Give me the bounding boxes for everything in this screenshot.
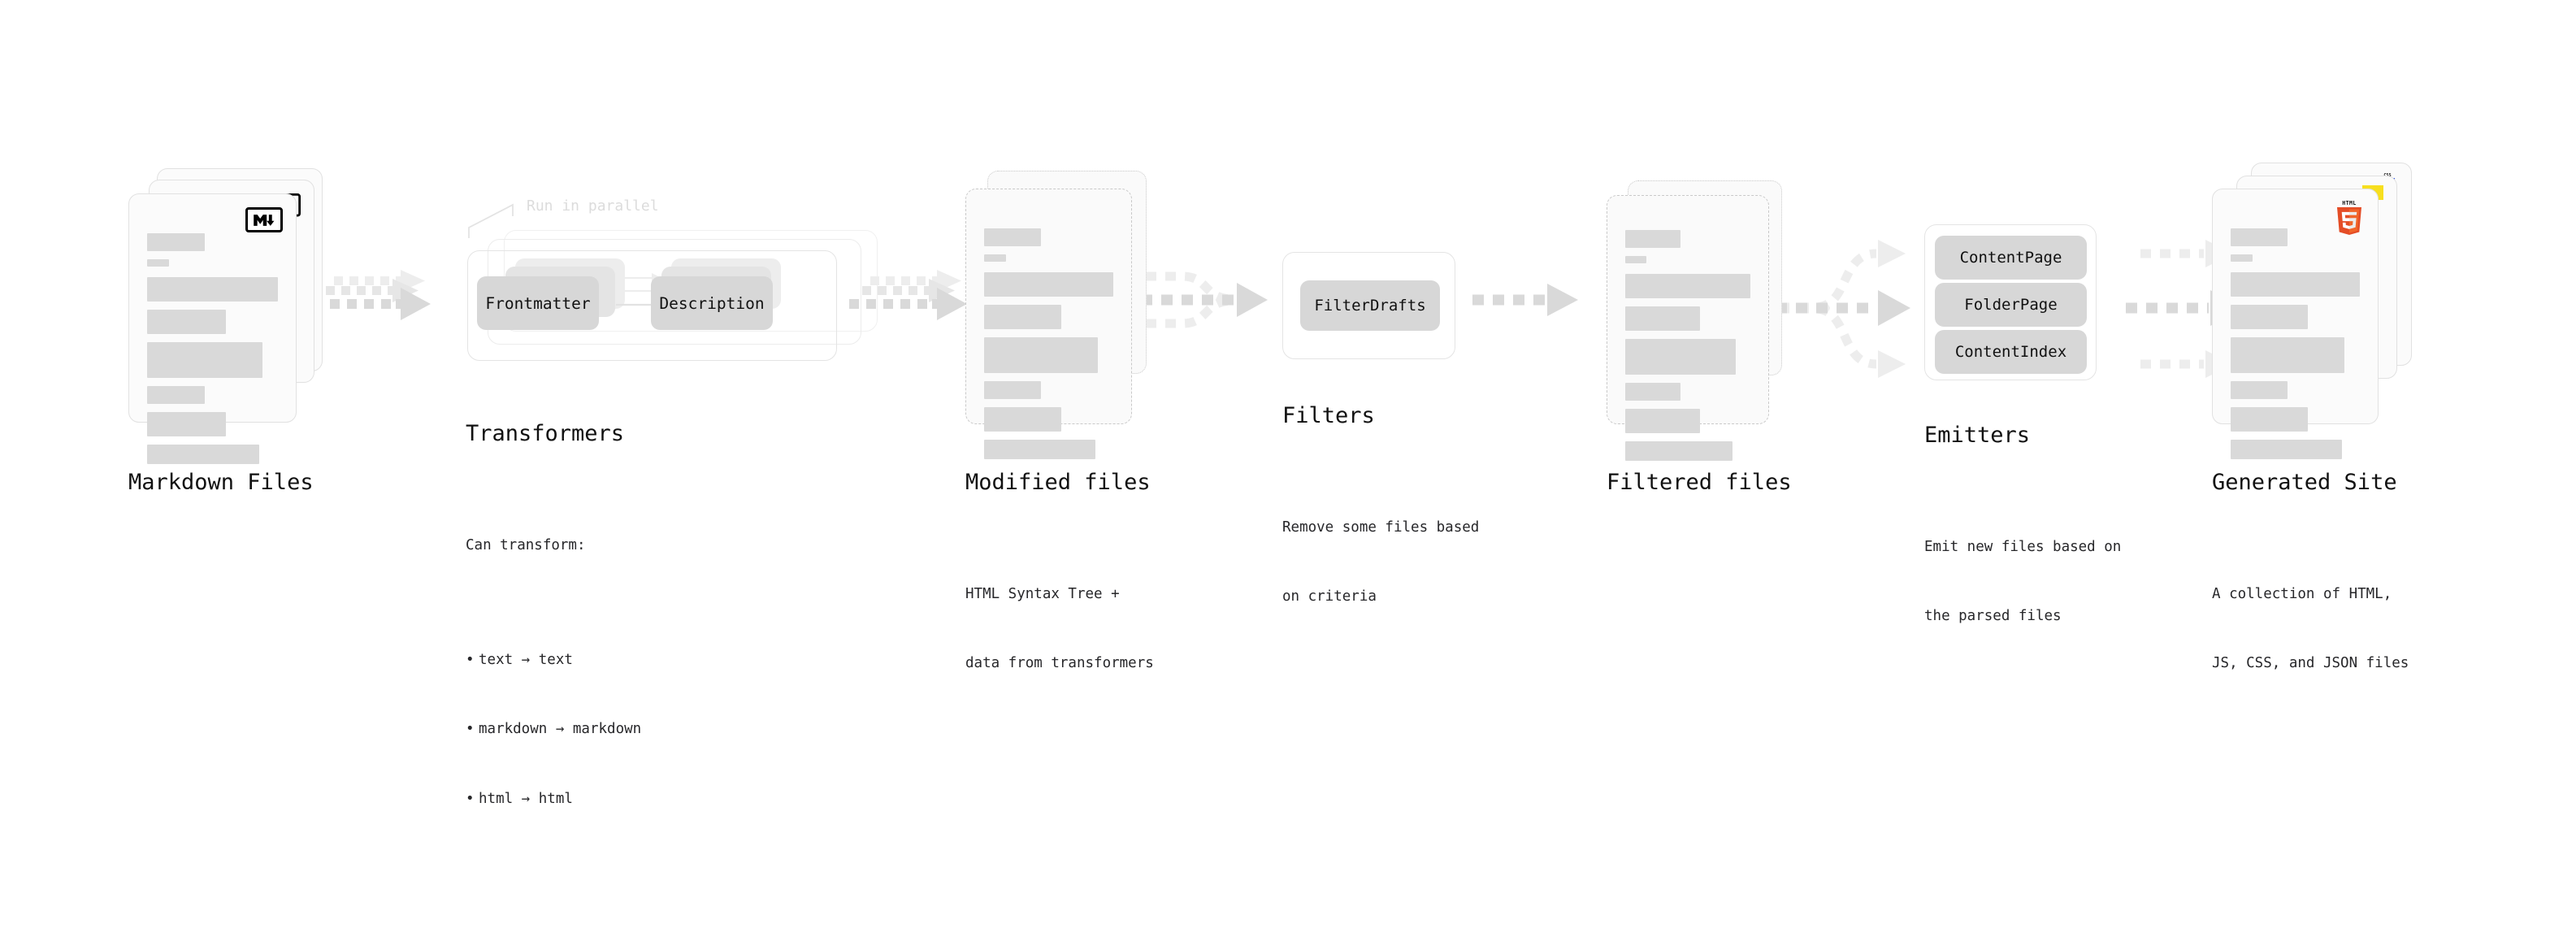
transformer-group-front bbox=[467, 250, 837, 361]
content-bar bbox=[147, 412, 226, 436]
filtered-card-content bbox=[1625, 230, 1750, 469]
modified-files-subtitle: HTML Syntax Tree + data from transformer… bbox=[965, 536, 1154, 721]
content-bar bbox=[2231, 407, 2309, 432]
filters-subtitle-line: Remove some files based bbox=[1282, 519, 1480, 536]
filters-subtitle-line: on criteria bbox=[1282, 588, 1377, 605]
generated-card-content bbox=[2231, 228, 2360, 467]
content-bar bbox=[1625, 409, 1701, 433]
content-bar bbox=[984, 440, 1095, 459]
transformers-subtitle: Can transform: text → text markdown → ma… bbox=[466, 488, 641, 902]
filters-caption: Filters Remove some files based on crite… bbox=[1282, 372, 1479, 685]
filtered-files-title: Filtered files bbox=[1607, 470, 1792, 495]
content-bar bbox=[1625, 230, 1680, 248]
transformers-title: Transformers bbox=[466, 421, 625, 446]
modified-card-front bbox=[965, 189, 1132, 459]
content-bar bbox=[147, 310, 226, 334]
emitters-subtitle-line: the parsed files bbox=[1924, 607, 2062, 624]
content-bar bbox=[984, 381, 1041, 399]
transformers-bullet: markdown → markdown bbox=[479, 718, 641, 740]
filters-subtitle: Remove some files based on criteria bbox=[1282, 470, 1479, 654]
content-bar bbox=[984, 272, 1113, 297]
content-bar bbox=[2231, 337, 2344, 373]
emitters-pill-contentindex[interactable]: ContentIndex bbox=[1935, 330, 2087, 374]
content-bar bbox=[147, 445, 260, 464]
generated-site-subtitle-line: A collection of HTML, bbox=[2212, 585, 2392, 602]
arrow-filtered-to-emitters bbox=[1776, 236, 1938, 382]
arrow-filters-to-filtered bbox=[1471, 284, 1593, 343]
content-bar bbox=[2231, 305, 2309, 329]
modified-files-caption: Modified files HTML Syntax Tree + data f… bbox=[965, 439, 1154, 752]
filters-group-box bbox=[1282, 252, 1455, 359]
filtered-files-caption: Filtered files bbox=[1607, 439, 1792, 526]
emitters-caption: Emitters Emit new files based on the par… bbox=[1924, 392, 2121, 705]
modified-files-subtitle-line: data from transformers bbox=[965, 654, 1154, 671]
transformers-subtitle-intro: Can transform: bbox=[466, 536, 586, 553]
markdown-files-title: Markdown Files bbox=[128, 470, 314, 495]
modified-card-content bbox=[984, 228, 1113, 467]
transformer-pill-frontmatter[interactable]: Frontmatter bbox=[477, 276, 599, 330]
emitters-subtitle: Emit new files based on the parsed files bbox=[1924, 489, 2121, 674]
filtered-card-front bbox=[1607, 195, 1769, 461]
content-bar bbox=[2231, 228, 2288, 246]
emitters-pill-folderpage[interactable]: FolderPage bbox=[1935, 283, 2087, 327]
content-bar bbox=[984, 228, 1041, 246]
html5-icon: HTML bbox=[2334, 198, 2365, 235]
generated-card-front: HTML bbox=[2212, 189, 2379, 459]
emitters-title: Emitters bbox=[1924, 423, 2031, 448]
markdown-files-caption: Markdown Files bbox=[128, 439, 314, 526]
arrow-markdown-to-transformers bbox=[305, 268, 435, 349]
content-bar bbox=[147, 386, 205, 404]
content-bar bbox=[2231, 272, 2360, 297]
transformers-bullet-list: text → text markdown → markdown html → h… bbox=[466, 603, 641, 857]
content-bar bbox=[1625, 274, 1750, 298]
content-bar bbox=[984, 254, 1007, 262]
content-bar bbox=[147, 277, 278, 302]
filters-title: Filters bbox=[1282, 403, 1375, 428]
content-bar bbox=[984, 305, 1062, 329]
transformers-caption: Transformers Can transform: text → text … bbox=[466, 390, 641, 933]
content-bar bbox=[147, 259, 170, 267]
emitters-pill-contentpage[interactable]: ContentPage bbox=[1935, 236, 2087, 280]
content-bar bbox=[984, 407, 1062, 432]
content-bar bbox=[1625, 441, 1733, 461]
emitters-group-box bbox=[1924, 224, 2097, 380]
markdown-card-content bbox=[147, 233, 278, 472]
filters-pill-filterdrafts[interactable]: FilterDrafts bbox=[1300, 280, 1440, 331]
modified-files-title: Modified files bbox=[965, 470, 1151, 495]
generated-site-caption: Generated Site A collection of HTML, JS,… bbox=[2212, 439, 2409, 752]
markdown-icon bbox=[245, 207, 283, 232]
content-bar bbox=[1625, 339, 1736, 375]
content-bar bbox=[2231, 254, 2253, 262]
content-bar bbox=[1625, 256, 1647, 263]
generated-site-subtitle-line: JS, CSS, and JSON files bbox=[2212, 654, 2409, 671]
run-in-parallel-bracket bbox=[467, 193, 573, 242]
run-in-parallel-label: Run in parallel bbox=[527, 197, 659, 215]
arrow-modified-to-filters bbox=[1138, 260, 1292, 358]
generated-site-subtitle: A collection of HTML, JS, CSS, and JSON … bbox=[2212, 536, 2409, 721]
svg-text:HTML: HTML bbox=[2342, 200, 2356, 206]
content-bar bbox=[1625, 383, 1680, 401]
markdown-card-front bbox=[128, 193, 297, 464]
modified-files-subtitle-line: HTML Syntax Tree + bbox=[965, 585, 1120, 602]
emitters-subtitle-line: Emit new files based on bbox=[1924, 538, 2122, 555]
transformer-pill-description[interactable]: Description bbox=[651, 276, 773, 330]
arrow-transformers-to-modified bbox=[841, 268, 971, 349]
content-bar bbox=[984, 337, 1098, 373]
pipeline-diagram: Markdown Files bbox=[0, 0, 2576, 681]
content-bar bbox=[147, 342, 262, 378]
content-bar bbox=[2231, 381, 2288, 399]
content-bar bbox=[2231, 440, 2342, 459]
content-bar bbox=[1625, 306, 1701, 331]
generated-site-title: Generated Site bbox=[2212, 470, 2397, 495]
transformers-bullet: html → html bbox=[479, 788, 641, 810]
content-bar bbox=[147, 233, 205, 251]
transformers-bullet: text → text bbox=[479, 649, 641, 671]
